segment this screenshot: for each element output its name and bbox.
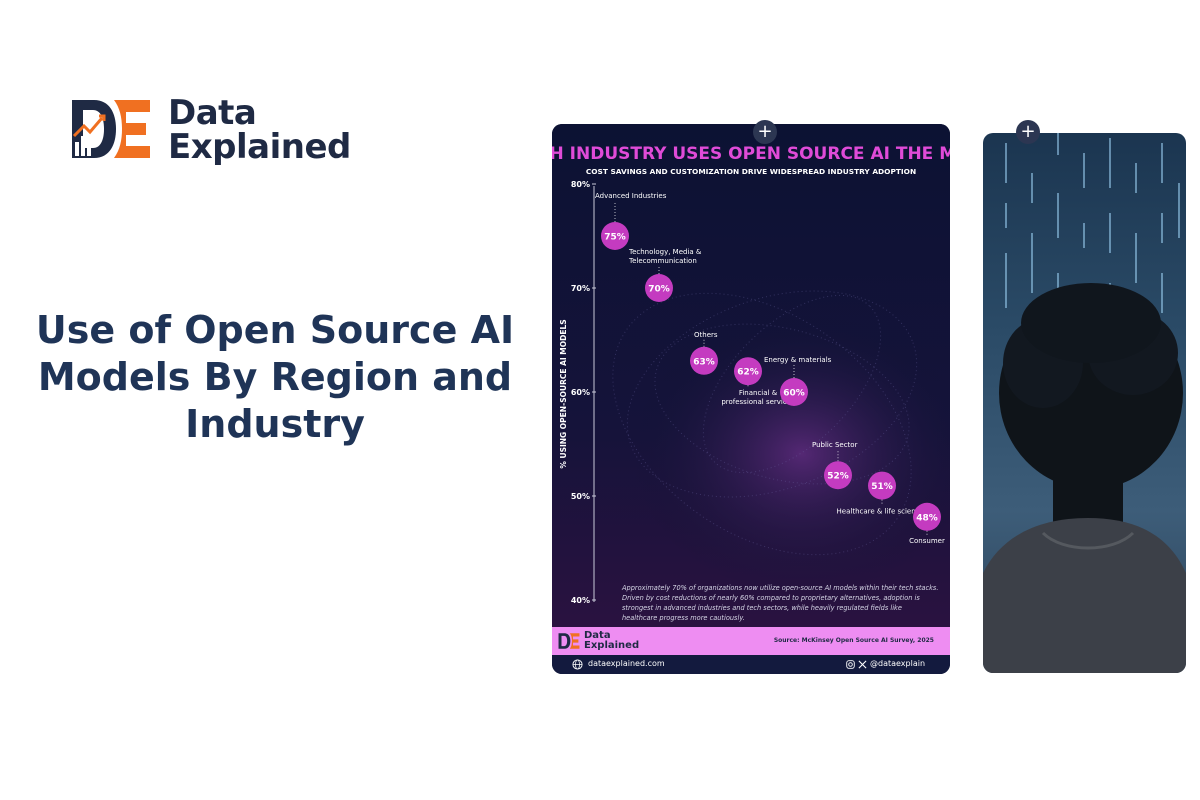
data-point: 70% Technology, Media &Telecommunication (628, 248, 702, 302)
page-headline: Use of Open Source AI Models By Region a… (20, 307, 530, 448)
y-tick-label: 50% (571, 492, 590, 501)
point-value-label: 75% (604, 233, 626, 243)
point-category-label: professional services (721, 398, 795, 406)
brand-logo: Data Explained (70, 96, 351, 164)
data-point: 63% Others (690, 331, 718, 375)
description-line3: strongest in advanced industries and tec… (622, 604, 902, 612)
point-category-label: Others (694, 331, 718, 339)
infographic-card[interactable]: WHICH INDUSTRY USES OPEN SOURCE AI THE M… (552, 124, 950, 674)
data-points: 75% Advanced Industries 70% Technology, Med… (595, 192, 945, 545)
point-category-label: Consumer (909, 537, 945, 545)
point-bubble (913, 502, 941, 531)
footer-logo-icon (558, 633, 580, 649)
point-category-label: Advanced Industries (595, 192, 667, 200)
point-category-label: Financial & (739, 389, 778, 397)
point-bubble (780, 378, 808, 406)
chart-title: WHICH INDUSTRY USES OPEN SOURCE AI THE M… (552, 144, 950, 164)
infographic-bottom-bar: dataexplained.com @dataexplain (552, 655, 950, 674)
headline-line2: Models By Region and (37, 355, 513, 399)
point-value-label: 60% (783, 389, 805, 399)
chart-subtitle: COST SAVINGS AND CUSTOMIZATION DRIVE WID… (586, 167, 916, 176)
footer-brand-line2: Explained (584, 640, 640, 651)
footer-brand: Data Explained (584, 631, 639, 651)
y-axis-ticks: 40% 50% 60% 70% 80% (571, 180, 596, 605)
data-point: 75% Advanced Industries (595, 192, 667, 250)
description-line2: Driven by cost reductions of nearly 60% … (622, 594, 920, 602)
point-bubble (645, 274, 673, 302)
point-category-label: Energy & materials (764, 356, 832, 364)
point-value-label: 52% (827, 472, 849, 482)
point-value-label: 51% (871, 482, 893, 492)
y-tick-label: 40% (571, 596, 590, 605)
add-photo-button[interactable]: + (1016, 120, 1040, 144)
photo-card[interactable] (983, 133, 1186, 673)
data-point: 60% Energy & materials (764, 356, 832, 406)
infographic-chart: WHICH INDUSTRY USES OPEN SOURCE AI THE M… (552, 124, 950, 627)
y-axis-label: % USING OPEN-SOURCE AI MODELS (559, 319, 568, 468)
source-note: Source: McKinsey Open Source AI Survey, … (773, 637, 934, 644)
point-category-label: Telecommunication (628, 257, 697, 265)
point-value-label: 70% (648, 285, 670, 295)
description-line4: healthcare progress more cautiously. (622, 614, 745, 622)
data-point: 62% Financial &professional services (721, 357, 795, 406)
data-point: 52% Public Sector (812, 441, 858, 490)
instagram-icon (846, 660, 855, 669)
y-tick-label: 80% (571, 180, 590, 189)
point-bubble (690, 346, 718, 375)
point-bubble (734, 357, 762, 386)
point-value-label: 63% (693, 357, 715, 367)
point-category-label: Technology, Media & (628, 248, 702, 256)
data-point: 51% Healthcare & life sciences (837, 471, 928, 516)
website-link[interactable]: dataexplained.com (588, 659, 665, 668)
infographic-footer: Data Explained Source: McKinsey Open Sou… (552, 627, 950, 655)
y-tick-label: 60% (571, 388, 590, 397)
headline-line3: Industry (185, 402, 365, 446)
point-bubble (601, 222, 629, 250)
social-handle[interactable]: @dataexplain (870, 659, 926, 668)
point-category-label: Healthcare & life sciences (837, 508, 928, 516)
footer-brand-line1: Data (584, 630, 611, 641)
data-rain-background (1005, 133, 1180, 313)
x-social-icon (858, 660, 867, 669)
globe-icon (572, 659, 583, 670)
decorative-swirls (612, 290, 918, 556)
brand-name: Data Explained (168, 96, 351, 164)
point-value-label: 48% (916, 513, 938, 523)
add-infographic-button[interactable]: + (753, 120, 777, 144)
point-category-label: Public Sector (812, 441, 858, 449)
description-line1: Approximately 70% of organizations now u… (621, 584, 938, 592)
point-bubble (868, 471, 896, 500)
brand-name-line1: Data (168, 93, 257, 133)
brand-name-line2: Explained (168, 127, 351, 167)
point-value-label: 62% (737, 368, 759, 378)
data-point: 48% Consumer (909, 502, 945, 545)
person-silhouette-image (983, 133, 1186, 673)
y-tick-label: 70% (571, 284, 590, 293)
background-glow (632, 314, 950, 594)
data-explained-logo-icon (72, 100, 150, 158)
point-bubble (824, 461, 852, 490)
headline-line1: Use of Open Source AI (35, 308, 515, 352)
chart-description: Approximately 70% of organizations now u… (621, 584, 938, 622)
